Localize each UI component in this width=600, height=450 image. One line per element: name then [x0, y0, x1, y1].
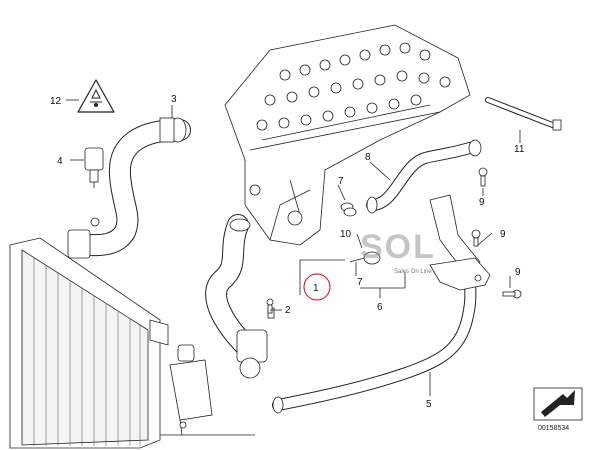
engine-cylinder-head [224, 24, 471, 246]
bolt-2 [266, 298, 274, 314]
bolt-9b [471, 229, 481, 247]
watermark-logo: SOL Sales On Line [360, 228, 436, 275]
callout-3: 3 [171, 94, 177, 105]
radiator [9, 237, 169, 449]
reference-number: 00158534 [538, 425, 569, 432]
pipe-bracket [429, 194, 491, 291]
highlight-circle [303, 273, 331, 301]
warning-label [77, 79, 115, 113]
bolt-9a [478, 167, 488, 187]
callout-1: 1 [313, 283, 319, 294]
cable-tie [485, 97, 562, 131]
callouts: 1 2 3 4 5 6 7 7 8 9 9 9 10 11 12 [50, 94, 525, 410]
callout-7a: 7 [338, 176, 344, 187]
callout-9a: 9 [479, 197, 485, 208]
temperature-sensor [84, 147, 104, 188]
watermark-subtext: Sales On Line [394, 269, 432, 275]
callout-12: 12 [50, 96, 62, 107]
long-coolant-hose [272, 274, 477, 414]
expansion-tank [169, 344, 213, 436]
small-sensor [349, 251, 381, 265]
callout-10: 10 [340, 229, 352, 240]
lower-hose [205, 214, 275, 379]
callout-6: 6 [377, 302, 383, 313]
leader-lines [66, 99, 521, 436]
direction-arrow-icon [533, 387, 583, 421]
bolts [266, 167, 522, 314]
callout-4: 4 [57, 156, 63, 167]
callout-2: 2 [285, 305, 291, 316]
coolant-pipe [366, 139, 482, 214]
clip-7a [340, 202, 357, 217]
watermark-text: SOL [360, 228, 436, 266]
callout-11: 11 [514, 144, 525, 155]
upper-radiator-hose [67, 117, 191, 259]
callout-8: 8 [365, 152, 371, 163]
callout-9b: 9 [500, 229, 506, 240]
callout-5: 5 [426, 399, 432, 410]
callout-9c: 9 [515, 267, 521, 278]
bolt-9c [502, 289, 522, 299]
callout-7b: 7 [357, 277, 363, 288]
